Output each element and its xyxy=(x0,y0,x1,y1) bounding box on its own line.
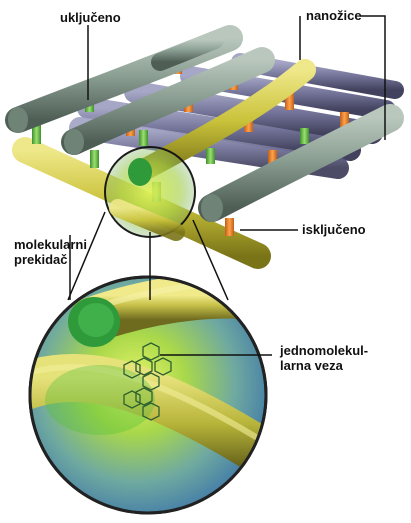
label-molekularni-line2: prekidač xyxy=(14,252,68,267)
benzene-chain-molecule-icon xyxy=(123,342,172,421)
label-molekularni-line1: molekularni xyxy=(14,237,87,252)
label-molekularni-prekidac: molekularni prekidač xyxy=(14,237,124,267)
label-ukljuceno: uključeno xyxy=(60,10,121,25)
label-iskljuceno: isključeno xyxy=(302,222,366,237)
magnifier-lens-icon xyxy=(28,275,268,515)
label-jednomol-line1: jednomolekul- xyxy=(280,343,369,358)
label-jednomol-line2: larna veza xyxy=(280,358,343,373)
label-jednomolekularna-veza: jednomolekul- larna veza xyxy=(280,343,410,373)
label-nanozice: nanožice xyxy=(306,8,362,23)
gray-wires xyxy=(5,25,404,222)
label-leaders xyxy=(69,15,386,356)
